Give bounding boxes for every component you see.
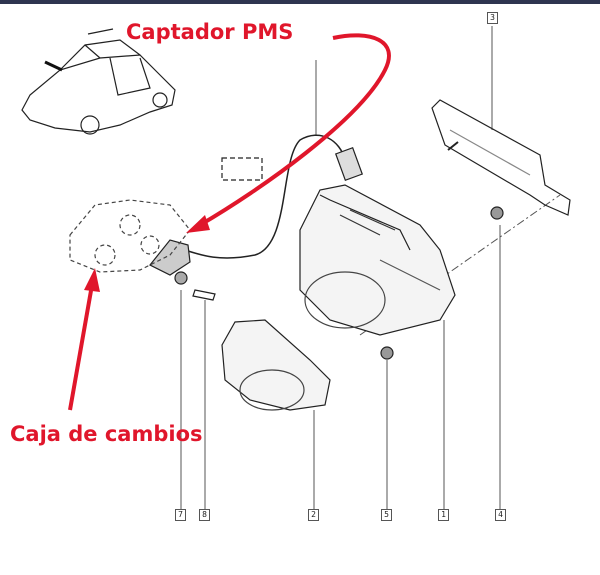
part-ref-4: 4 bbox=[495, 509, 506, 521]
part-ref-3: 3 bbox=[487, 12, 498, 24]
coil-bracket bbox=[431, 99, 571, 216]
sensor-callout-label: Captador PMS bbox=[126, 20, 294, 44]
leader-lines bbox=[180, 26, 561, 510]
ignition-coil-main bbox=[299, 184, 456, 336]
window-top-border bbox=[0, 0, 600, 4]
callout-arrows bbox=[68, 33, 391, 411]
part-ref-8: 8 bbox=[199, 509, 210, 521]
part-ref-7: 7 bbox=[175, 509, 186, 521]
car-illustration bbox=[21, 28, 176, 135]
part-ref-1: 1 bbox=[438, 509, 449, 521]
gearbox-callout-label: Caja de cambios bbox=[10, 422, 203, 446]
tdc-sensor bbox=[149, 134, 364, 276]
part-ref-5: 5 bbox=[381, 509, 392, 521]
small-fasteners bbox=[174, 206, 504, 360]
ignition-coil-secondary bbox=[221, 319, 331, 411]
gearbox-outline bbox=[69, 199, 191, 273]
part-ref-2: 2 bbox=[308, 509, 319, 521]
